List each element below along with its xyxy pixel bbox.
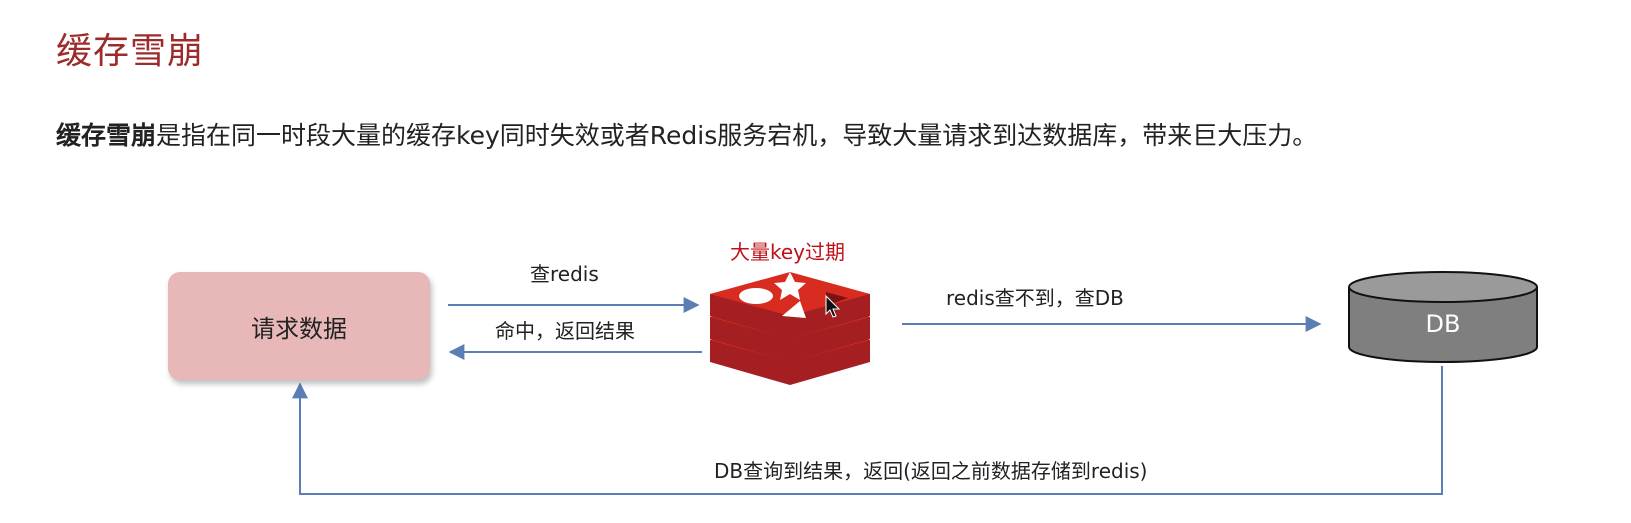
mouse-cursor-icon — [825, 294, 841, 318]
arrow-query-redis-label: 查redis — [530, 262, 599, 286]
request-data-box: 请求数据 — [168, 272, 430, 380]
description: 缓存雪崩是指在同一时段大量的缓存key同时失效或者Redis服务宕机，导致大量请… — [56, 120, 1317, 153]
page-title: 缓存雪崩 — [56, 31, 205, 72]
database-cylinder-icon — [1348, 271, 1538, 363]
redis-logo-icon — [710, 272, 870, 385]
db-label: DB — [1425, 310, 1461, 338]
redis-caption: 大量key过期 — [730, 240, 846, 264]
description-term: 缓存雪崩 — [56, 121, 157, 150]
arrow-hit-return-label: 命中，返回结果 — [495, 319, 635, 343]
request-data-label: 请求数据 — [251, 314, 347, 343]
arrow-db-return-label: DB查询到结果，返回(返回之前数据存储到redis) — [714, 459, 1148, 483]
arrow-db-return — [292, 366, 1443, 495]
arrow-query-db-label: redis查不到，查DB — [946, 286, 1124, 310]
description-text: 是指在同一时段大量的缓存key同时失效或者Redis服务宕机，导致大量请求到达数… — [156, 121, 1318, 150]
